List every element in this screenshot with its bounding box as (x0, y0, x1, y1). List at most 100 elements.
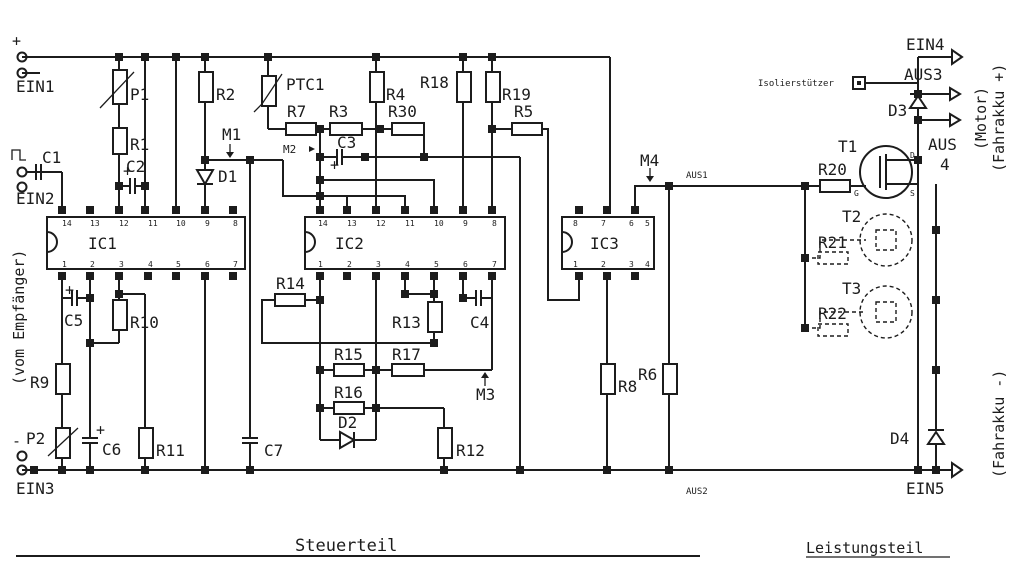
svg-text:11: 11 (405, 219, 415, 228)
svg-text:R22: R22 (818, 304, 847, 323)
svg-text:1: 1 (573, 260, 578, 269)
svg-text:R2: R2 (216, 85, 235, 104)
svg-text:R14: R14 (276, 274, 305, 293)
svg-text:D: D (910, 151, 915, 160)
svg-text:R15: R15 (334, 345, 363, 364)
resistor-r19: R19 (485, 57, 531, 210)
svg-text:1: 1 (318, 260, 323, 269)
capacitor-c3: + C3 (320, 133, 365, 174)
svg-text:10: 10 (434, 219, 444, 228)
label-fahrakku-plus: (Fahrakku +) (990, 64, 1008, 172)
ic1-pin-numbers: 14 13 12 11 10 9 8 1 2 3 4 5 6 7 (62, 219, 238, 269)
label-motor: (Motor) (972, 87, 990, 150)
label-aus2: AUS2 (686, 487, 708, 497)
svg-text:R21: R21 (818, 233, 847, 252)
resistor-r18: R18 (420, 57, 472, 210)
section-steuerteil: Steuerteil (16, 536, 700, 557)
svg-text:C3: C3 (337, 133, 356, 152)
capacitor-c7: C7 (242, 160, 283, 470)
svg-text:2: 2 (347, 260, 352, 269)
wire-ic2-pin11 (320, 195, 406, 210)
svg-text:R16: R16 (334, 383, 363, 402)
svg-text:+: + (123, 162, 132, 180)
marker-m4: M4 (634, 151, 805, 210)
svg-text:R9: R9 (30, 373, 49, 392)
svg-text:R20: R20 (818, 160, 847, 179)
resistor-r12: R12 (437, 408, 485, 470)
diode-d3: D3 (888, 93, 928, 120)
svg-text:D2: D2 (338, 413, 357, 432)
svg-text:2: 2 (90, 260, 95, 269)
ic3-label: IC3 (590, 234, 619, 253)
svg-text:+: + (96, 421, 105, 439)
svg-text:S: S (910, 189, 915, 198)
label-fahrakku-minus: (Fahrakku -) (990, 370, 1008, 478)
svg-text:D4: D4 (890, 429, 909, 448)
ic2: IC2 (304, 216, 506, 270)
wire-ic2-pin10 (320, 179, 435, 210)
svg-text:5: 5 (645, 219, 650, 228)
section-leistungsteil: Leistungsteil (806, 539, 950, 558)
svg-text:AUS: AUS (928, 135, 957, 154)
ptc-ptc1: PTC1 (253, 57, 325, 129)
svg-text:EIN3: EIN3 (16, 479, 55, 498)
diode-d1: D1 (195, 160, 237, 210)
terminal-ein4: EIN4 (906, 35, 964, 66)
svg-text:Isolierstützer: Isolierstützer (758, 79, 834, 89)
capacitor-c4: C4 (462, 276, 493, 370)
svg-text:R17: R17 (392, 345, 421, 364)
svg-text:P1: P1 (130, 85, 149, 104)
resistor-r14: R14 (261, 274, 434, 344)
svg-text:EIN5: EIN5 (906, 479, 945, 498)
svg-text:EIN2: EIN2 (16, 189, 55, 208)
svg-text:PTC1: PTC1 (286, 75, 325, 94)
resistor-r22: R22 (817, 304, 849, 337)
svg-text:T2: T2 (842, 207, 861, 226)
resistor-r4: R4 (369, 57, 405, 210)
svg-text:R7: R7 (287, 102, 306, 121)
svg-text:14: 14 (62, 219, 72, 228)
svg-text:9: 9 (463, 219, 468, 228)
svg-text:14: 14 (318, 219, 328, 228)
svg-text:8: 8 (233, 219, 238, 228)
isolierstuetzer: Isolierstützer (758, 76, 918, 90)
marker-m3: M3 (476, 372, 495, 404)
ic1: IC1 (46, 216, 246, 270)
svg-text:4: 4 (940, 155, 950, 174)
svg-text:5: 5 (434, 260, 439, 269)
resistor-r13: R13 (392, 276, 443, 343)
svg-text:R19: R19 (502, 85, 531, 104)
junction-nodes (30, 53, 940, 474)
resistor-r15: R15 (320, 345, 376, 377)
mosfet-t2: T2 (805, 207, 913, 267)
svg-text:C7: C7 (264, 441, 283, 460)
potentiometer-p2: P2 (26, 427, 79, 470)
resistor-r17: R17 (376, 345, 492, 377)
resistor-r2: R2 (198, 57, 235, 160)
svg-text:T3: T3 (842, 279, 861, 298)
svg-text:12: 12 (376, 219, 386, 228)
svg-text:9: 9 (205, 219, 210, 228)
svg-text:8: 8 (573, 219, 578, 228)
svg-text:13: 13 (90, 219, 100, 228)
wire-m1-to-ic2 (282, 160, 348, 210)
svg-text:C6: C6 (102, 440, 121, 459)
resistor-r5: R5 (492, 102, 580, 301)
ic2-label: IC2 (335, 234, 364, 253)
resistor-r11: R11 (138, 294, 185, 470)
svg-text:4: 4 (645, 260, 650, 269)
svg-text:R12: R12 (456, 441, 485, 460)
terminal-ein2: EIN2 (11, 149, 55, 208)
svg-text:R11: R11 (156, 441, 185, 460)
svg-text:1: 1 (62, 260, 67, 269)
svg-text:8: 8 (492, 219, 497, 228)
svg-text:3: 3 (119, 260, 124, 269)
marker-m1: M1 (205, 125, 250, 161)
capacitor-c5: + C5 (61, 276, 90, 330)
svg-text:P2: P2 (26, 429, 45, 448)
ic3: IC3 (561, 216, 655, 270)
svg-text:R18: R18 (420, 73, 449, 92)
svg-text:EIN4: EIN4 (906, 35, 945, 54)
resistor-r8: R8 (600, 276, 637, 470)
